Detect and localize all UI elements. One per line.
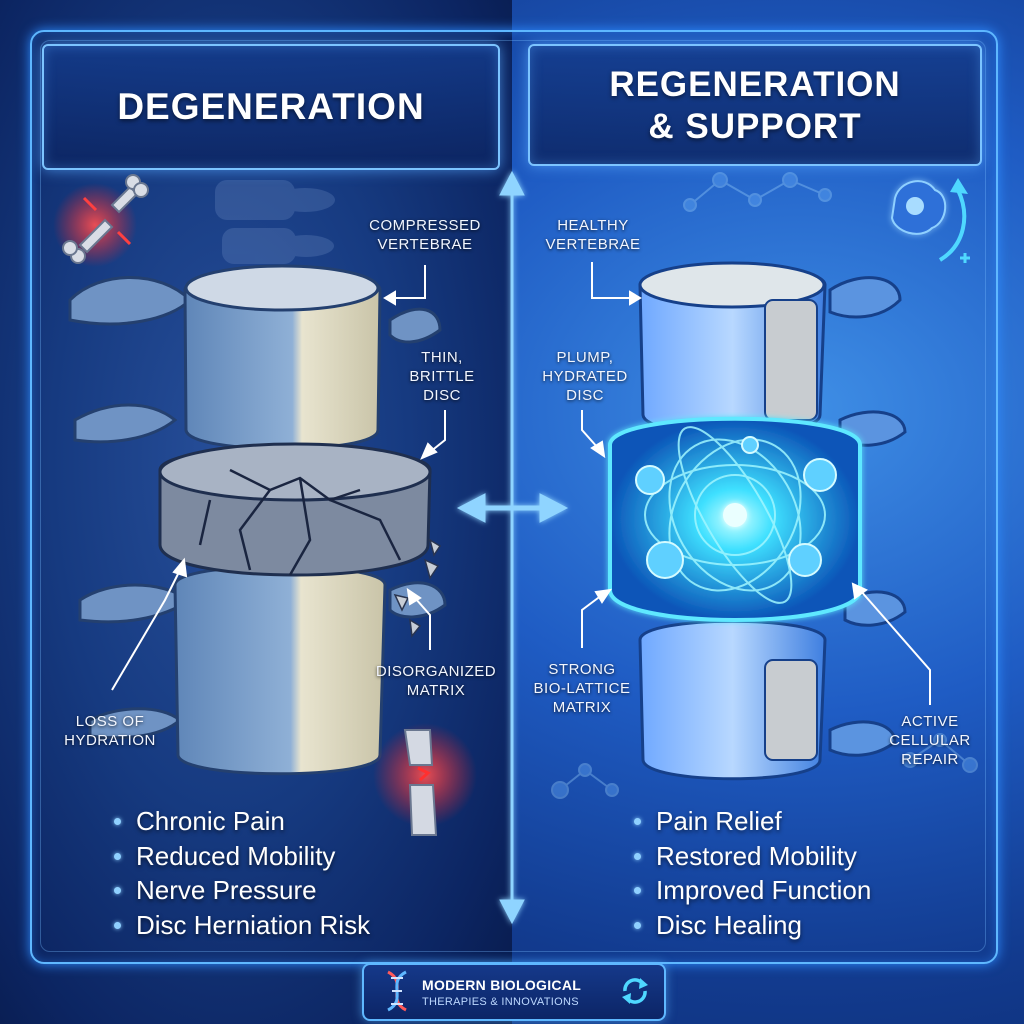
degeneration-title: DEGENERATION	[42, 44, 500, 170]
list-item: Restored Mobility	[632, 839, 871, 874]
list-item-text: Reduced Mobility	[136, 840, 336, 871]
inner-frame	[40, 40, 986, 952]
bullet-dot	[634, 818, 641, 825]
bullet-dot	[634, 852, 641, 860]
bullet-dot	[114, 818, 121, 825]
label-compressed-vertebrae: COMPRESSED VERTEBRAE	[360, 216, 490, 254]
label-line: REPAIR	[901, 751, 959, 768]
label-line: HYDRATED	[542, 368, 628, 385]
label-plump-hydrated-disc: PLUMP, HYDRATED DISC	[535, 348, 635, 405]
list-item: Chronic Pain	[112, 804, 370, 839]
hydration-bubbles	[635, 436, 837, 579]
list-item-text: Chronic Pain	[136, 806, 285, 836]
degenerated-spine-illustration	[68, 264, 447, 776]
label-line: THIN,	[421, 349, 463, 366]
label-line: DISC	[423, 387, 461, 404]
list-item: Improved Function	[632, 873, 871, 908]
label-line: STRONG	[548, 661, 616, 678]
bullet-dot	[634, 921, 641, 929]
label-line: VERTEBRAE	[377, 236, 473, 253]
label-line: MATRIX	[552, 699, 612, 716]
bio-lattice-matrix	[644, 426, 826, 604]
compressed-vertebra-lower	[173, 564, 387, 776]
footer-badge: MODERN BIOLOGICAL THERAPIES & INNOVATION…	[362, 963, 666, 1021]
label-line: HEALTHY	[557, 217, 629, 234]
dna-icon	[387, 970, 407, 1012]
list-item: Disc Herniation Risk	[112, 908, 370, 943]
label-healthy-vertebrae: HEALTHY VERTEBRAE	[538, 216, 648, 254]
list-item-text: Improved Function	[656, 875, 872, 905]
healthy-spine-illustration	[608, 261, 907, 781]
painful-knee-icon	[373, 723, 477, 836]
label-line: CELLULAR	[889, 732, 971, 749]
label-bio-lattice-matrix: STRONG BIO-LATTICE MATRIX	[526, 660, 638, 717]
horizontal-compare-arrow	[456, 493, 569, 523]
label-line: HYDRATION	[64, 732, 156, 749]
list-item: Reduced Mobility	[112, 839, 370, 874]
label-loss-of-hydration: LOSS OF HYDRATION	[50, 712, 170, 750]
label-line: DISC	[566, 387, 604, 404]
regeneration-title: REGENERATION & SUPPORT	[528, 44, 982, 166]
vertical-divider-arrow	[499, 170, 525, 925]
label-line: MATRIX	[406, 682, 466, 699]
label-thin-brittle-disc: THIN, BRITTLE DISC	[400, 348, 484, 405]
footer-subtitle: THERAPIES & INNOVATIONS	[422, 996, 579, 1008]
list-item-text: Nerve Pressure	[136, 875, 317, 905]
refresh-icon	[622, 978, 648, 1004]
bullet-dot	[114, 852, 121, 860]
list-item-text: Restored Mobility	[656, 840, 857, 871]
label-line: ACTIVE	[901, 713, 959, 730]
regeneration-title-line2: & SUPPORT	[648, 107, 862, 146]
regeneration-title-line1: REGENERATION	[609, 65, 901, 104]
label-active-cellular-repair: ACTIVE CELLULAR REPAIR	[880, 712, 980, 769]
bullet-dot	[114, 921, 121, 929]
bullet-dot	[114, 887, 121, 894]
stem-cell-icon	[890, 178, 970, 263]
label-line: PLUMP,	[556, 349, 614, 366]
list-item: Nerve Pressure	[112, 873, 370, 908]
list-item-text: Pain Relief	[656, 806, 782, 836]
bullet-dot	[634, 887, 641, 894]
label-line: BRITTLE	[409, 368, 475, 385]
broken-bone-icon	[53, 174, 149, 267]
label-line: COMPRESSED	[369, 217, 481, 234]
list-item-text: Disc Healing	[656, 909, 802, 940]
regeneration-benefits-list: Pain Relief Restored Mobility Improved F…	[632, 804, 871, 942]
label-line: LOSS OF	[75, 713, 145, 730]
degeneration-effects-list: Chronic Pain Reduced Mobility Nerve Pres…	[112, 804, 370, 942]
molecule-icon	[551, 172, 978, 799]
label-line: BIO-LATTICE	[533, 680, 631, 697]
label-line: DISORGANIZED	[375, 663, 497, 680]
list-item: Pain Relief	[632, 804, 871, 839]
footer-title: MODERN BIOLOGICAL	[422, 977, 582, 993]
list-item-text: Disc Herniation Risk	[136, 909, 371, 940]
label-line: VERTEBRAE	[545, 236, 641, 253]
list-item: Disc Healing	[632, 908, 871, 943]
label-disorganized-matrix: DISORGANIZED MATRIX	[368, 662, 504, 700]
